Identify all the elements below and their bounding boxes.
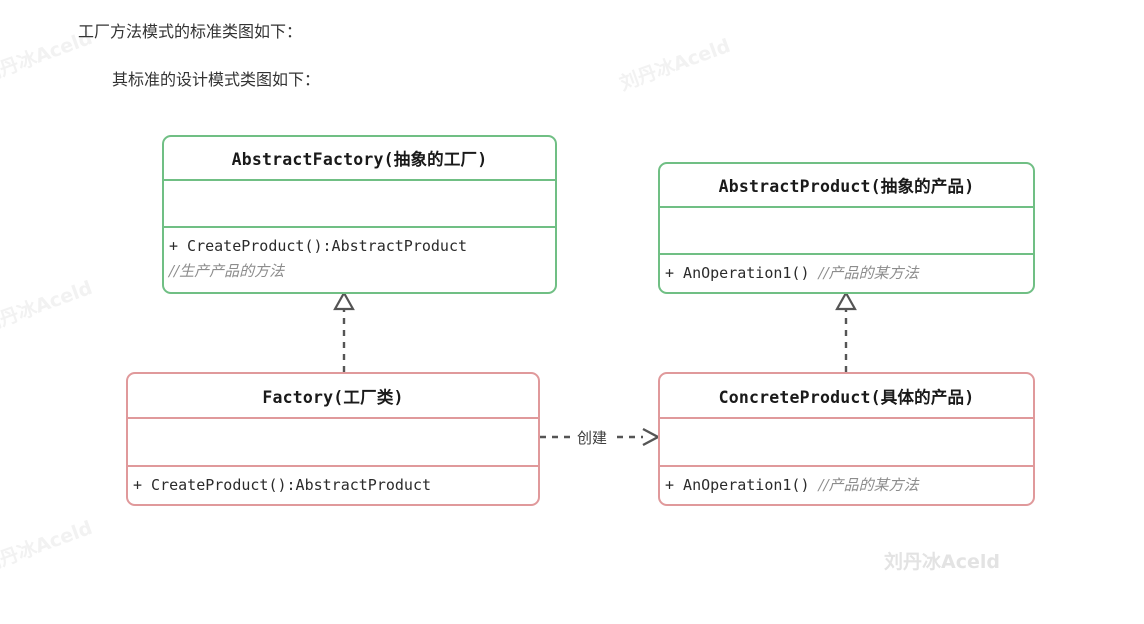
uml-attributes-compartment — [128, 419, 538, 465]
uml-operations-compartment: + AnOperation1() //产品的某方法 — [660, 467, 1033, 498]
uml-operation: + CreateProduct():AbstractProduct — [169, 237, 468, 255]
watermark: 刘丹冰Aceld — [0, 516, 96, 578]
uml-class-factory[interactable]: Factory(工厂类) + CreateProduct():AbstractP… — [126, 372, 540, 506]
uml-attributes-compartment — [660, 419, 1033, 465]
uml-operation-comment: //生产产品的方法 — [169, 262, 285, 280]
uml-separator — [660, 417, 1033, 419]
uml-class-abstract-factory[interactable]: AbstractFactory(抽象的工厂) + CreateProduct()… — [162, 135, 557, 294]
watermark: 刘丹冰Aceld — [0, 276, 96, 338]
connector-label-create: 创建 — [575, 427, 610, 448]
uml-separator — [128, 465, 538, 467]
uml-separator — [128, 417, 538, 419]
uml-attributes-compartment — [660, 208, 1033, 253]
connector-concreteproduct-realizes-abstractproduct — [835, 290, 857, 372]
uml-operation-comment: //产品的某方法 — [818, 264, 919, 282]
uml-operations-compartment: + CreateProduct():AbstractProduct — [128, 467, 538, 498]
uml-class-abstract-product[interactable]: AbstractProduct(抽象的产品) + AnOperation1() … — [658, 162, 1035, 294]
uml-class-title: ConcreteProduct(具体的产品) — [718, 387, 975, 407]
connector-factory-realizes-abstractfactory — [333, 290, 355, 372]
uml-class-concrete-product[interactable]: ConcreteProduct(具体的产品) + AnOperation1() … — [658, 372, 1035, 506]
uml-separator — [164, 179, 555, 181]
uml-operation-signature: + AnOperation1() — [665, 476, 810, 494]
uml-separator — [660, 206, 1033, 208]
page-heading-secondary: 其标准的设计模式类图如下： — [112, 70, 321, 89]
watermark: 刘丹冰Aceld — [616, 34, 734, 96]
uml-class-title: AbstractProduct(抽象的产品) — [718, 177, 975, 196]
uml-operation: + AnOperation1() //产品的某方法 — [665, 261, 1033, 286]
uml-operation-comment: //产品的某方法 — [818, 476, 919, 494]
uml-separator — [660, 465, 1033, 467]
uml-operation: + AnOperation1() //产品的某方法 — [665, 473, 1033, 498]
page-heading-primary: 工厂方法模式的标准类图如下： — [78, 22, 303, 41]
uml-operations-compartment: + AnOperation1() //产品的某方法 — [660, 255, 1033, 286]
uml-operation-signature: + AnOperation1() — [665, 264, 810, 282]
uml-class-title: AbstractFactory(抽象的工厂) — [231, 150, 488, 169]
uml-separator — [164, 226, 555, 228]
uml-operations-compartment: + CreateProduct():AbstractProduct //生产产品… — [164, 228, 555, 284]
uml-operation: + CreateProduct():AbstractProduct — [133, 476, 432, 494]
watermark: 刘丹冰Aceld — [884, 551, 1000, 573]
uml-separator — [660, 253, 1033, 255]
uml-attributes-compartment — [164, 181, 555, 226]
uml-class-title: Factory(工厂类) — [262, 387, 404, 407]
